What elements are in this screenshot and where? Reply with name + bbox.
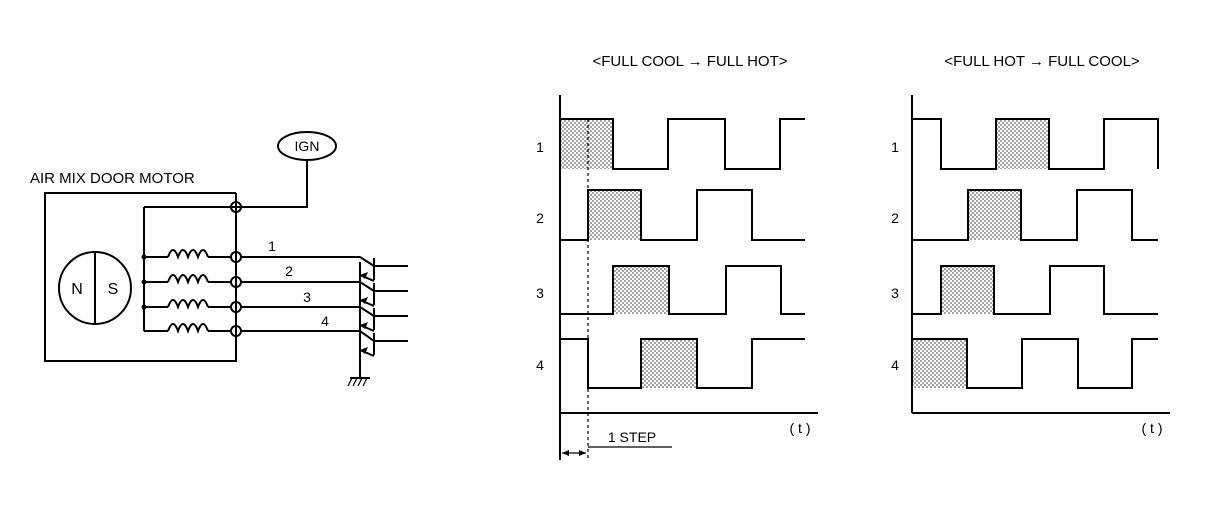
left-time-label: ( t ) (790, 420, 811, 436)
left-shade-1 (560, 119, 613, 169)
left-phase-label-3: 3 (536, 285, 544, 301)
right-time-label: ( t ) (1142, 420, 1163, 436)
wire-label-1: 1 (268, 238, 276, 254)
wire-4: 4 (241, 313, 375, 342)
coil-1 (141, 249, 230, 260)
left-phase-label-2: 2 (536, 210, 544, 226)
right-waveform-2 (912, 189, 1158, 241)
ign-terminal: IGN (236, 131, 337, 208)
step-marker: 1 STEP (562, 429, 672, 456)
terminal-common (230, 201, 242, 213)
left-phase-label-1: 1 (536, 139, 544, 155)
transistor-array (359, 258, 408, 378)
right-shade-4 (912, 339, 967, 388)
left-phase-label-4: 4 (536, 357, 544, 373)
ground-symbol (347, 377, 370, 387)
wire-3: 3 (241, 289, 375, 317)
ign-label: IGN (295, 138, 320, 154)
left-waveform-1 (560, 118, 805, 170)
pole-s-label: S (108, 281, 119, 298)
wire-1: 1 (241, 238, 375, 267)
right-phase-label-4: 4 (891, 357, 899, 373)
coil-4 (144, 323, 230, 334)
rotor: N S (58, 251, 132, 325)
right-waveform-1 (912, 118, 1159, 170)
coil-2 (141, 274, 230, 285)
left-shade-3 (613, 266, 669, 314)
motor-title: AIR MIX DOOR MOTOR (30, 170, 195, 187)
left-waveform-3 (560, 265, 805, 315)
timing-right-title: <FULL HOT → FULL COOL> (944, 53, 1140, 70)
step-label: 1 STEP (608, 429, 656, 445)
right-phase-label-3: 3 (891, 285, 899, 301)
wire-label-3: 3 (303, 289, 311, 305)
right-waveform-4 (912, 338, 1158, 389)
pole-n-label: N (71, 281, 83, 298)
right-waveform-3 (912, 265, 1158, 315)
right-phase-label-2: 2 (891, 210, 899, 226)
left-shade-4 (641, 339, 697, 388)
timing-right: <FULL HOT → FULL COOL> 1 2 3 4 ( t ) (891, 53, 1170, 436)
left-shade-2 (588, 190, 641, 240)
left-waveform-4 (560, 338, 805, 389)
timing-left: <FULL COOL → FULL HOT> 1 2 3 4 ( t ) 1 S… (536, 53, 818, 460)
wire-2: 2 (241, 263, 375, 292)
right-shade-2 (968, 190, 1021, 240)
wire-label-4: 4 (321, 313, 329, 329)
right-phase-label-1: 1 (891, 139, 899, 155)
motor-housing (44, 192, 237, 362)
right-shade-1 (996, 119, 1049, 169)
timing-left-title: <FULL COOL → FULL HOT> (592, 53, 787, 70)
motor-schematic: AIR MIX DOOR MOTOR IGN N S (30, 131, 408, 387)
coil-3 (141, 299, 230, 310)
wire-label-2: 2 (285, 263, 293, 279)
right-shade-3 (941, 266, 994, 314)
